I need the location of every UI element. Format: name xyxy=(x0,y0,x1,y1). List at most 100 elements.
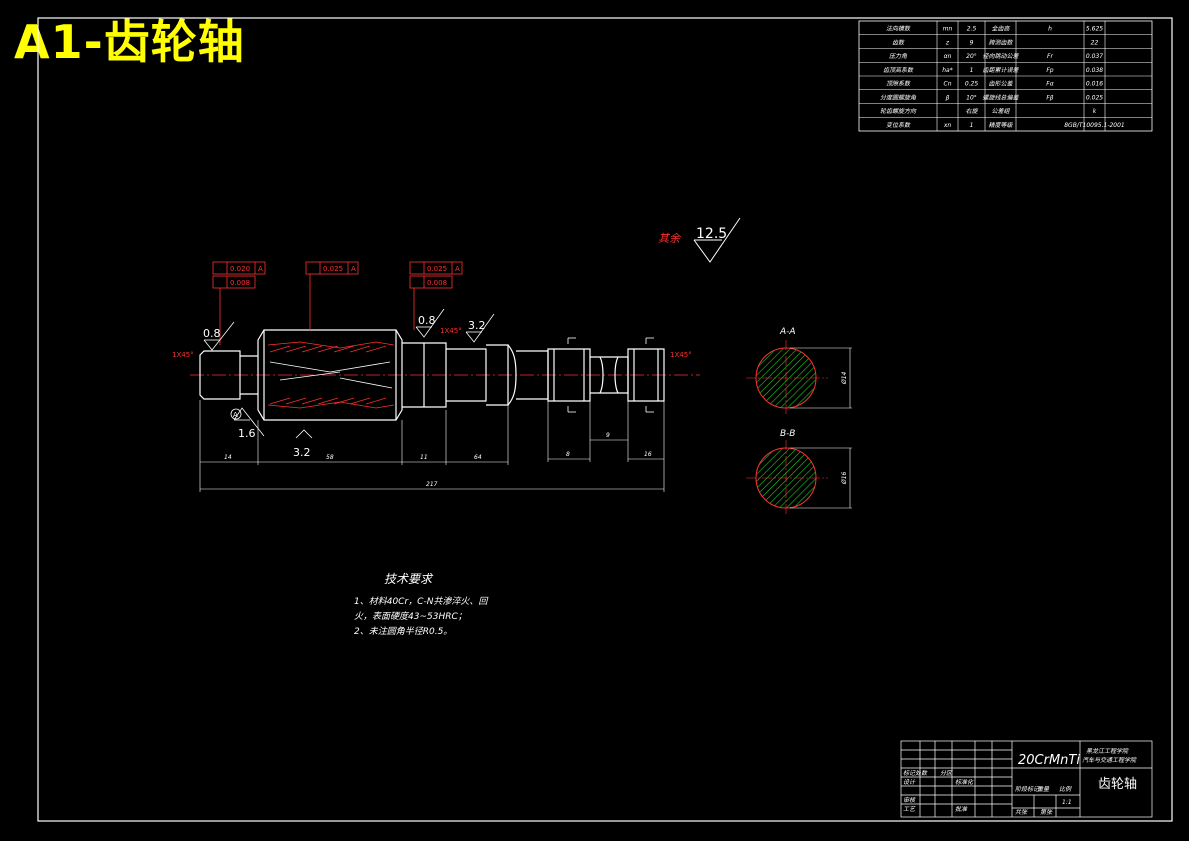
gdt-left-value2: 0.008 xyxy=(230,279,250,287)
tb-weight-label: 重量 xyxy=(1037,786,1050,793)
param-cell: 分度圆螺旋角 xyxy=(880,93,917,101)
dim-total: 217 xyxy=(426,481,438,488)
param-cell: 全齿高 xyxy=(991,25,1010,33)
gdt-left-value: 0.020 xyxy=(230,265,250,273)
param-cell: Fr xyxy=(1047,53,1053,60)
dim-64: 64 xyxy=(474,454,482,461)
param-cell: h xyxy=(1048,26,1052,33)
roughness-0.8-left: 0.8 xyxy=(203,327,221,340)
param-cell: ha* xyxy=(942,67,952,74)
gear-tooth-hatch xyxy=(267,341,395,409)
gdt-frame-left xyxy=(212,261,266,345)
param-cell: 齿顶高系数 xyxy=(883,66,914,74)
shaft-main-view xyxy=(190,329,700,421)
dim-58: 58 xyxy=(326,454,334,461)
chamfer-right: 1X45° xyxy=(670,351,692,359)
dimension-lines xyxy=(199,400,665,492)
param-cell: k xyxy=(1093,108,1097,115)
gdt-mid-ref: A xyxy=(351,265,356,273)
svg-text:1、材料40Cr，C-N共渗淬火、回: 1、材料40Cr，C-N共渗淬火、回 xyxy=(354,596,489,607)
param-cell: 变位系数 xyxy=(886,121,911,129)
param-cell: 公差组 xyxy=(991,107,1010,115)
param-cell: 螺旋线总偏差 xyxy=(982,93,1019,101)
tb-mark-label: 标记处数 xyxy=(903,769,928,777)
gdt-mid-value: 0.025 xyxy=(323,265,343,273)
title-scale: 1:1 xyxy=(1062,799,1072,806)
roughness-symbols xyxy=(203,308,495,439)
param-cell: 压力角 xyxy=(889,52,908,60)
param-cell: Fp xyxy=(1046,67,1053,74)
svg-text:A-A: A-A xyxy=(779,327,796,337)
dim-11: 11 xyxy=(420,454,428,461)
dimension-texts: 14 58 11 64 8 9 16 217 xyxy=(224,432,652,488)
gdt-frame-right xyxy=(409,261,463,330)
param-cell: z xyxy=(945,39,950,46)
param-cell: 0.038 xyxy=(1086,67,1103,74)
tb-zone-label: 分区 xyxy=(940,770,953,777)
param-cell: 跨测齿数 xyxy=(988,38,1013,46)
svg-text:技术要求: 技术要求 xyxy=(384,572,434,586)
param-cell: 0.25 xyxy=(965,81,979,88)
title-block xyxy=(900,740,1153,818)
svg-text:Ø14: Ø14 xyxy=(841,371,848,385)
section-bb: B-B Ø16 xyxy=(746,429,852,516)
dim-8: 8 xyxy=(566,451,570,458)
title-school1: 黑龙江工程学院 xyxy=(1086,747,1129,755)
param-cell: 齿距累计误差 xyxy=(982,66,1019,74)
param-cell: 20° xyxy=(966,53,977,60)
param-cell: mn xyxy=(943,26,953,33)
tb-std-label: 标准化 xyxy=(955,778,974,786)
tb-sheets-label: 共张 xyxy=(1015,809,1028,816)
param-cell: 齿形公差 xyxy=(988,80,1013,88)
title-material: 20CrMnTi xyxy=(1018,753,1080,768)
drawing-frame xyxy=(37,17,1173,822)
tb-approve-label: 批准 xyxy=(955,805,968,813)
technical-requirements: 技术要求 1、材料40Cr，C-N共渗淬火、回 火，表面硬度43~53HRC； … xyxy=(354,572,489,637)
tb-check-label: 审核 xyxy=(903,796,916,804)
param-cell: 右旋 xyxy=(965,107,978,115)
section-cut-marks xyxy=(567,337,654,413)
param-cell: β xyxy=(946,94,950,101)
drawing-banner-title: A1-齿轮轴 xyxy=(14,15,245,69)
roughness-other: 其余 12.5 xyxy=(658,217,741,263)
svg-text:A: A xyxy=(233,411,238,419)
param-cell: Fα xyxy=(1046,81,1053,88)
param-cell: 顶隙系数 xyxy=(886,80,911,88)
param-cell: 10° xyxy=(966,94,977,101)
roughness-3.2-top: 3.2 xyxy=(468,319,486,332)
datum-symbol: A xyxy=(230,408,242,420)
svg-text:2、未注圆角半径R0.5。: 2、未注圆角半径R0.5。 xyxy=(354,626,452,637)
param-cell: 2.5 xyxy=(967,26,977,33)
roughness-other-value: 12.5 xyxy=(696,226,727,242)
tb-sheet-label: 第张 xyxy=(1040,808,1053,816)
tb-ratio-label: 比例 xyxy=(1059,785,1072,793)
param-cell: 9 xyxy=(970,39,974,46)
tb-design-label: 设计 xyxy=(903,778,916,786)
gdt-right-value2: 0.008 xyxy=(427,279,447,287)
param-cell: 法向模数 xyxy=(886,25,911,33)
title-school2: 汽车与交通工程学院 xyxy=(1082,756,1137,764)
gdt-frame-mid xyxy=(305,261,359,330)
param-cell: 8GB/T10095.1-2001 xyxy=(1064,122,1125,129)
chamfer-left: 1X45° xyxy=(172,351,194,359)
param-cell: Cn xyxy=(944,81,952,88)
param-cell: 5.625 xyxy=(1086,26,1103,33)
tb-stage-label: 阶段标记 xyxy=(1015,785,1040,793)
dim-14: 14 xyxy=(224,454,232,461)
helix-lines xyxy=(269,361,393,389)
param-cell: 0.037 xyxy=(1086,53,1103,60)
roughness-1.6: 1.6 xyxy=(238,427,256,440)
param-cell: 1 xyxy=(970,122,974,129)
param-cell: 0.025 xyxy=(1086,94,1103,101)
title-part-name: 齿轮轴 xyxy=(1098,777,1137,792)
tb-process-label: 工艺 xyxy=(903,805,916,813)
svg-text:火，表面硬度43~53HRC；: 火，表面硬度43~53HRC； xyxy=(354,611,467,622)
param-cell: 22 xyxy=(1091,39,1099,46)
param-cell: 精度等级 xyxy=(988,121,1013,129)
svg-text:Ø16: Ø16 xyxy=(841,471,848,485)
param-cell: 齿数 xyxy=(892,38,905,46)
param-cell: αn xyxy=(944,53,952,60)
param-cell: xn xyxy=(943,122,952,129)
roughness-0.8-right: 0.8 xyxy=(418,314,436,327)
